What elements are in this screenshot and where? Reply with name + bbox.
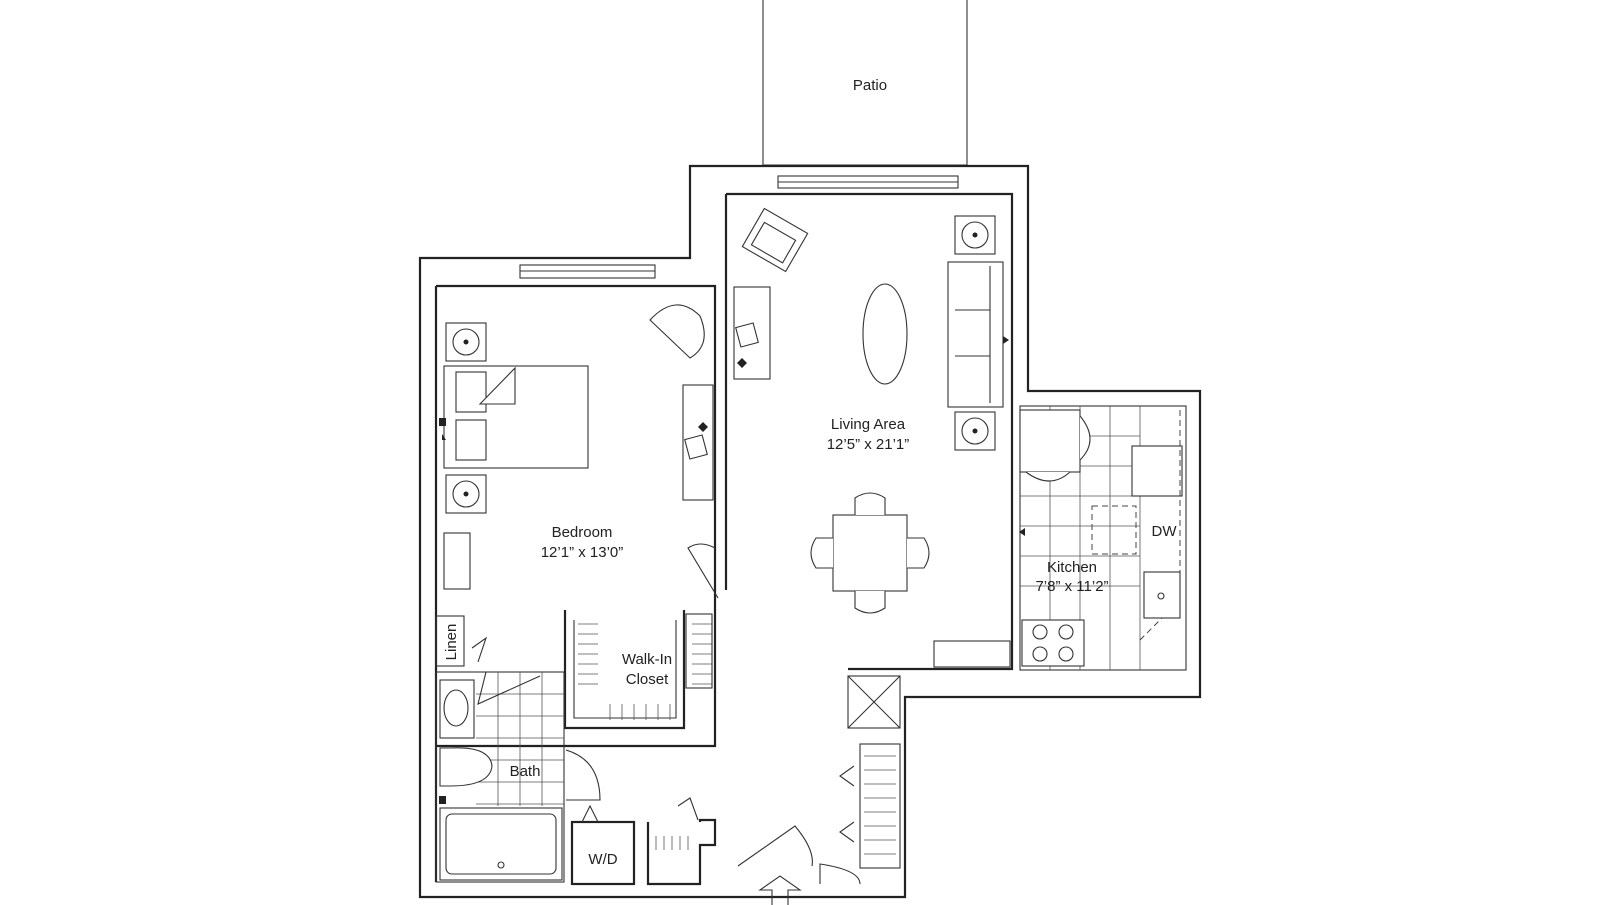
exterior-walls [418, 164, 1202, 899]
sofa [947, 261, 1004, 408]
bed [443, 365, 589, 469]
bedroom-size: 12’1” x 13’0” [541, 544, 624, 561]
bath [435, 671, 601, 883]
living-area-label: Living Area [831, 416, 906, 433]
coat-closet-hangers [864, 755, 896, 855]
entry-arrow-icon [758, 875, 802, 905]
living-area-size: 12’5” x 21’1” [827, 436, 910, 453]
patio-label: Patio [853, 77, 887, 94]
kitchen [1019, 405, 1187, 671]
linen-label: Linen [443, 624, 460, 661]
kitchen-chair [1025, 471, 1071, 482]
coffee-table [862, 283, 908, 385]
sink [443, 689, 469, 727]
kitchen-label: Kitchen [1047, 559, 1097, 576]
console [933, 640, 1011, 668]
dishwasher-label: DW [1152, 523, 1178, 540]
bench [443, 532, 471, 590]
refrigerator [1131, 445, 1183, 497]
kitchen-size: 7’8” x 11’2” [1035, 578, 1108, 595]
closet-label-line2: Closet [626, 671, 669, 688]
stove [1021, 619, 1085, 667]
room-labels: Patio Living Area 12’5” x 21’1” Bedroom … [443, 77, 1177, 868]
toilet [439, 747, 493, 787]
bath-tile-floor [476, 672, 564, 806]
windows [519, 175, 959, 279]
living-area-furniture [733, 207, 1025, 668]
laundry-hangers [655, 836, 689, 850]
closet-label-line1: Walk-In [622, 651, 672, 668]
bedroom-chair [649, 304, 705, 359]
dining-chairs [810, 492, 930, 614]
bedroom-label: Bedroom [552, 524, 613, 541]
kitchen-chair [1079, 415, 1091, 461]
linen-closet [435, 615, 488, 667]
laundry [570, 797, 717, 886]
closet-hangers [578, 623, 712, 720]
bath-label: Bath [510, 763, 541, 780]
dining-table [832, 514, 908, 592]
walk-in-closet [563, 610, 713, 730]
sink [1143, 571, 1181, 619]
kitchen-table [1019, 409, 1081, 473]
armchair [741, 207, 809, 273]
dishwasher-outline [1091, 505, 1137, 555]
entry [737, 675, 901, 905]
bathtub [439, 807, 563, 881]
washer-dryer-label: W/D [588, 851, 617, 868]
bedroom-furniture [439, 304, 719, 599]
